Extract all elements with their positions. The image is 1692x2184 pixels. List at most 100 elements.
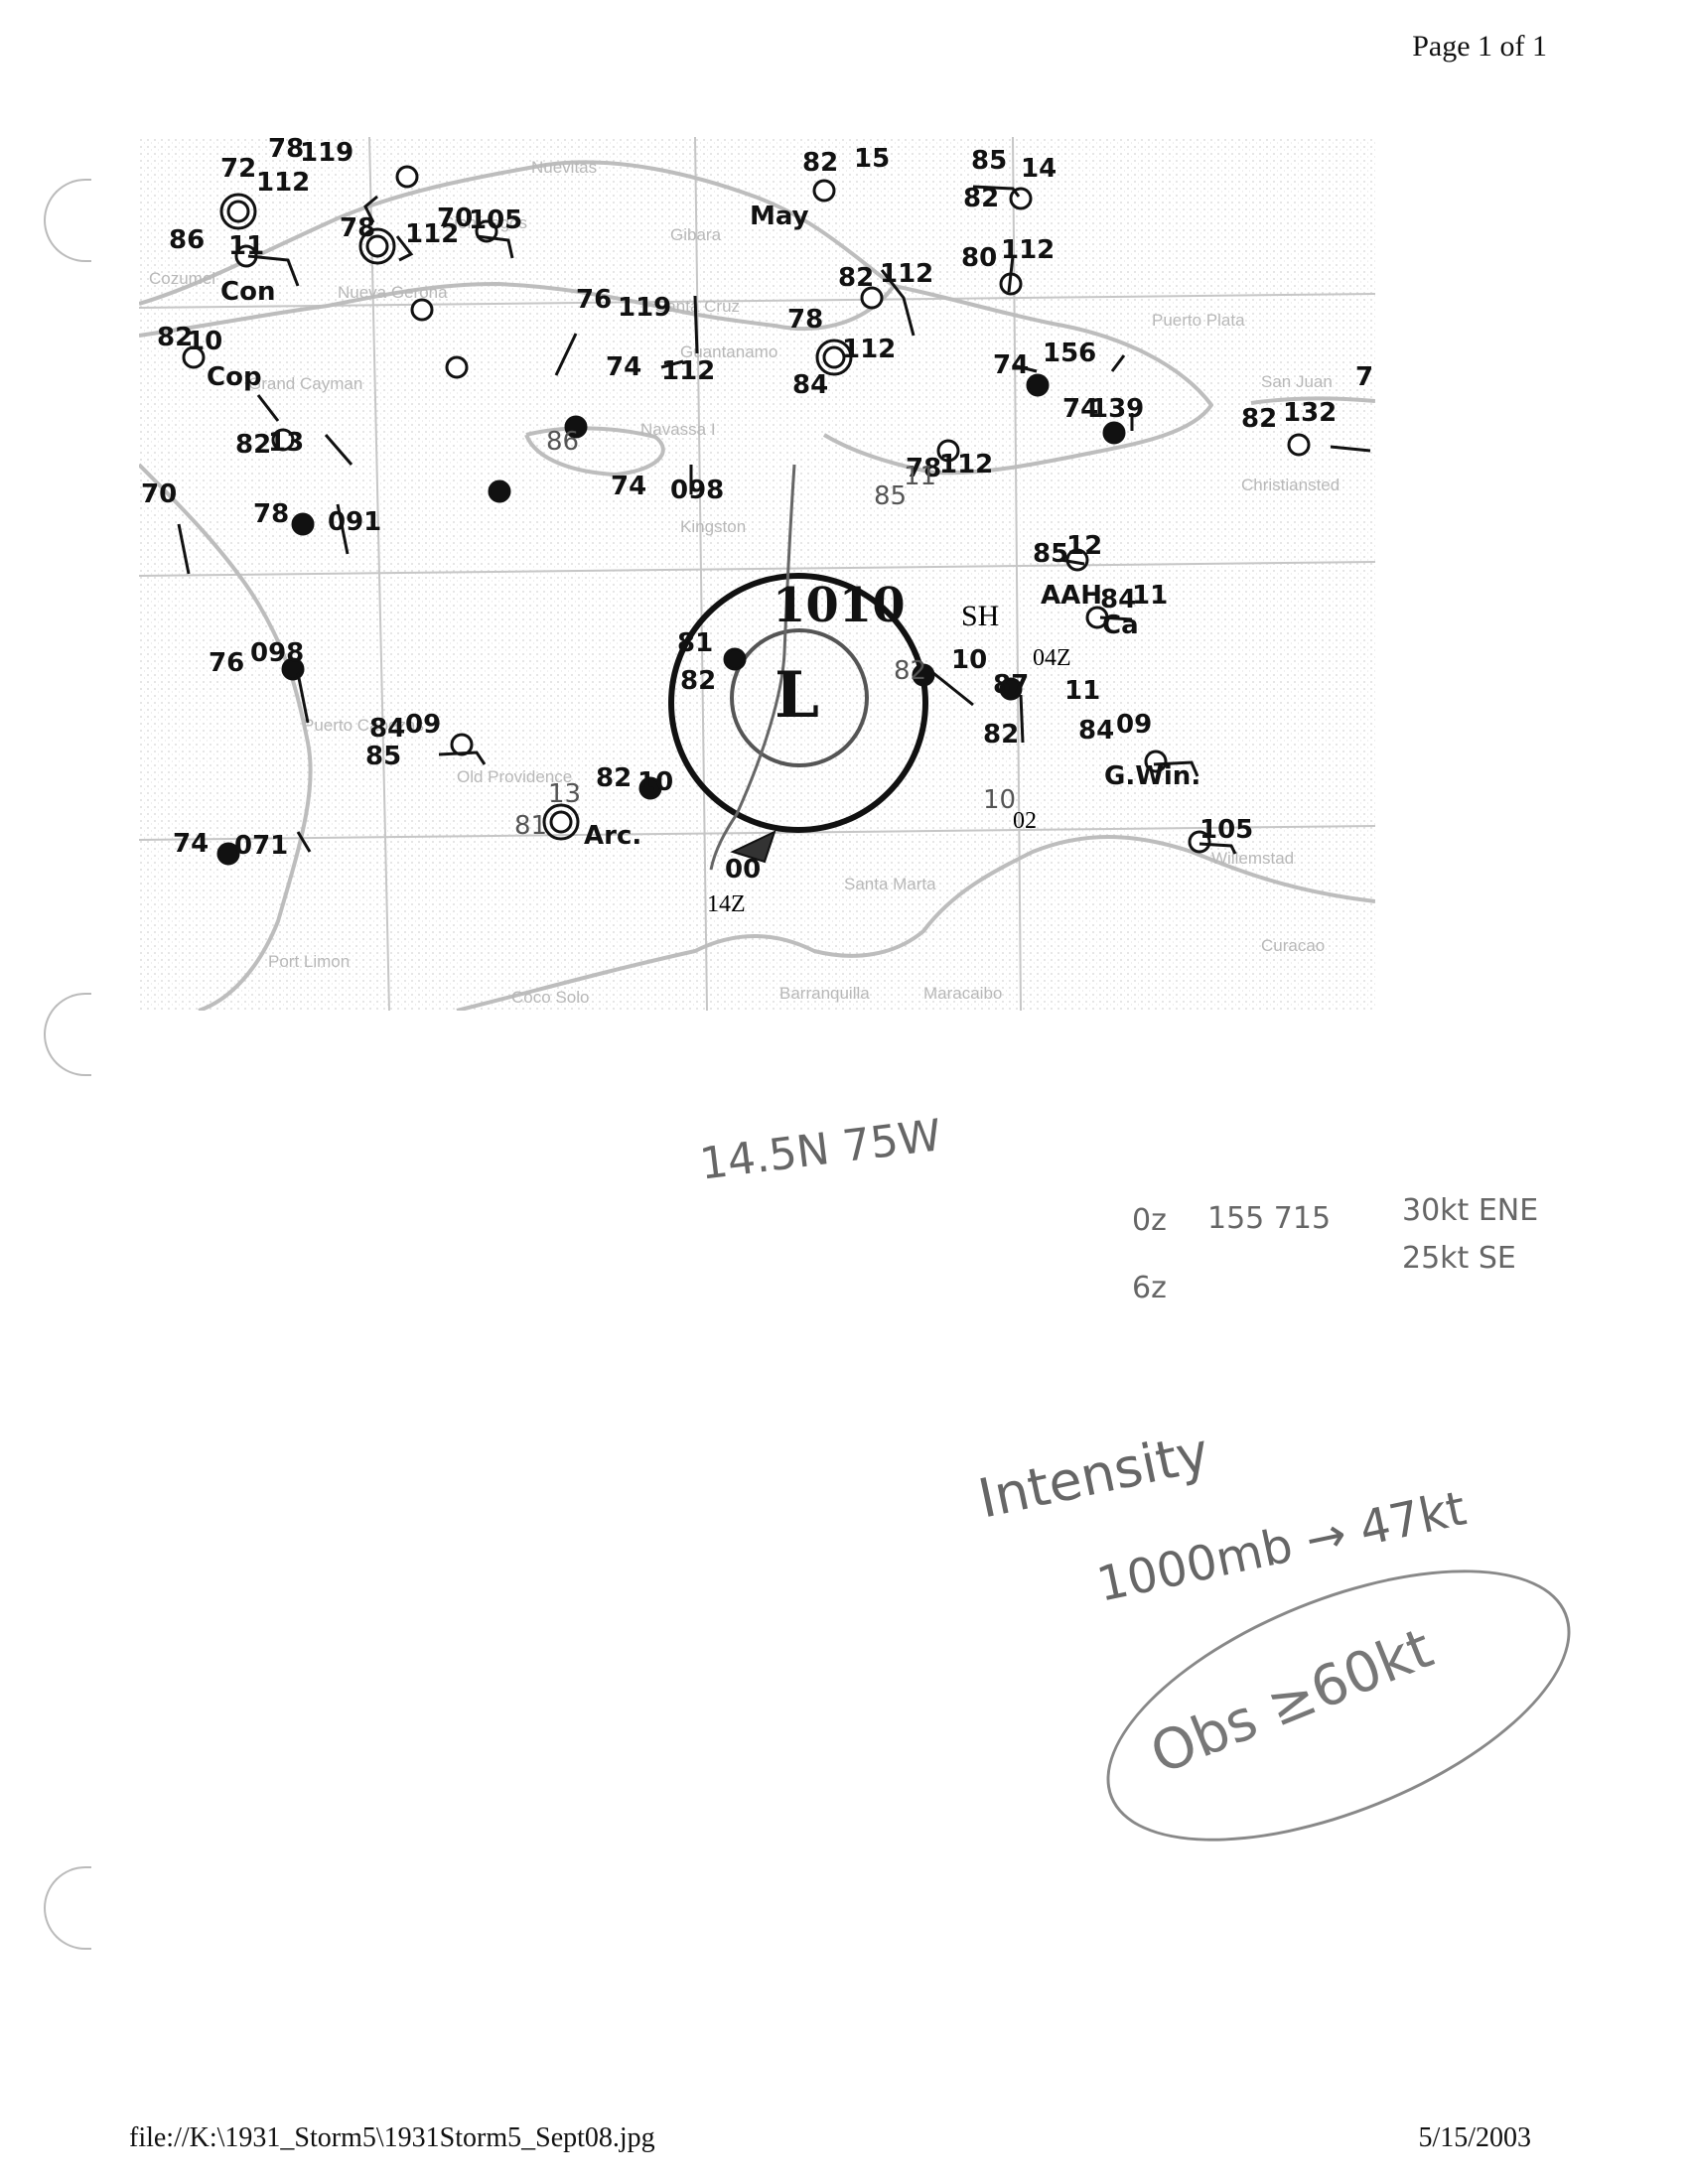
isobar-1010 — [668, 573, 928, 833]
station-circle — [182, 345, 206, 369]
place-puerto-cabezas: Puerto Cabezas — [303, 716, 424, 735]
station-pressure: 09 — [1116, 710, 1152, 740]
station-pressure: 105 — [469, 205, 522, 235]
station-temperature: 82 — [680, 666, 716, 696]
station-temperature: 76 — [209, 648, 244, 678]
station-circle — [1026, 373, 1050, 397]
station-circle — [291, 512, 315, 536]
station-pressure: 13 — [548, 779, 581, 809]
station-temperature: 85 — [365, 742, 401, 771]
station-temperature: 82 — [1241, 404, 1277, 434]
station-temperature: 78 — [787, 305, 823, 335]
station-circle — [1287, 433, 1311, 457]
storm-track — [709, 464, 796, 871]
station-circle — [549, 810, 573, 834]
station-temperature: 72 — [220, 154, 256, 184]
station-temperature: 85 — [874, 481, 907, 511]
low-symbol: L — [775, 658, 819, 733]
station-temperature: 78 — [268, 137, 304, 164]
station-pressure: 112 — [842, 335, 896, 364]
place-puerto-plata: Puerto Plata — [1152, 311, 1245, 330]
station-ring — [358, 227, 396, 265]
place-nueva-gerona: Nueva Gerona — [338, 283, 448, 302]
place-santa-cruz: Santa Cruz — [655, 297, 740, 316]
station-temperature: 81 — [514, 811, 547, 841]
station-pressure: 119 — [300, 138, 353, 168]
station-temperature: 74 — [173, 829, 209, 859]
station-circle — [999, 677, 1023, 701]
station-temperature: 85 — [971, 146, 1007, 176]
station-circle — [564, 415, 588, 439]
station-temperature: 78 — [906, 454, 941, 483]
station-ring — [542, 803, 580, 841]
map-annotation: 04Z — [1033, 645, 1071, 671]
map-annotation: 02 — [1013, 808, 1037, 834]
station-ring — [815, 339, 853, 376]
station-circle — [445, 355, 469, 379]
station-pressure: 112 — [405, 219, 459, 249]
station-name: G.Win. — [1104, 761, 1200, 791]
station-pressure: 119 — [618, 293, 671, 323]
station-temperature: 76 — [576, 285, 612, 315]
station-name: May — [750, 202, 809, 231]
place-cozumel: Cozumel — [149, 269, 215, 288]
station-pressure: 156 — [1043, 339, 1096, 368]
station-pressure: 112 — [1001, 235, 1055, 265]
note-0z-time: 0z — [1132, 1203, 1167, 1238]
place-old-providence: Old Providence — [457, 767, 572, 786]
station-circle — [912, 663, 935, 687]
station-temperature: 74 — [993, 350, 1029, 380]
station-temperature: 82 — [894, 656, 926, 686]
station-temperature: 82 — [235, 430, 271, 460]
station-pressure: 139 — [1090, 394, 1144, 424]
station-pressure: 11 — [1132, 581, 1168, 611]
station-name: Con — [220, 277, 275, 307]
map-annotation: 14Z — [707, 891, 746, 917]
station-temperature: 80 — [961, 243, 997, 273]
map-graticule — [139, 137, 1375, 1011]
punch-hole — [44, 1866, 91, 1950]
note-0z-position: 155 715 — [1207, 1201, 1332, 1236]
station-pressure: 13 — [268, 428, 304, 458]
map-annotation: 71 — [1355, 362, 1375, 392]
station-pressure: 10 — [983, 785, 1016, 815]
station-pressure: 098 — [250, 638, 304, 668]
station-circle — [1188, 830, 1211, 854]
south-america-coast — [456, 835, 1375, 1011]
station-pressure: 112 — [880, 259, 933, 289]
central-america-coast — [139, 463, 313, 1011]
station-temperature: 82 — [802, 148, 838, 178]
station-circle — [410, 298, 434, 322]
station-circle — [1102, 421, 1126, 445]
station-pressure: 112 — [939, 450, 993, 479]
punch-hole — [44, 993, 91, 1076]
station-temperature: 78 — [253, 499, 289, 529]
note-6z-wind: 25kt SE — [1402, 1241, 1516, 1276]
station-pressure: 10 — [637, 767, 673, 797]
place-gibara: Gibara — [670, 225, 722, 244]
station-temperature: 82 — [963, 184, 999, 213]
place-santa-marta: Santa Marta — [844, 875, 936, 893]
station-temperature: 70 — [141, 479, 177, 509]
place-kingston: Kingston — [680, 517, 746, 536]
place-san-juan: San Juan — [1261, 372, 1333, 391]
isobar-label: 1010 — [773, 578, 906, 633]
station-temperature: 82 — [838, 263, 874, 293]
station-circle — [860, 286, 884, 310]
station-pressure: 15 — [854, 144, 890, 174]
station-pressure: 098 — [670, 476, 724, 505]
place-coco-solo: Coco Solo — [511, 988, 589, 1007]
note-6z-time: 6z — [1132, 1271, 1167, 1305]
station-circle — [638, 776, 662, 800]
station-temperature: 74 — [611, 472, 646, 501]
place-barranquilla: Barranquilla — [779, 984, 870, 1003]
station-temperature: 84 — [1078, 716, 1114, 746]
station-name: AAH — [1041, 581, 1102, 611]
station-pressure: 091 — [328, 507, 381, 537]
station-temperature: 85 — [1033, 539, 1068, 569]
station-pressure: 112 — [256, 168, 310, 198]
station-pressure: 14 — [1021, 154, 1057, 184]
station-pressure: 12 — [1066, 531, 1102, 561]
station-temperature: 74 — [606, 352, 641, 382]
station-circle — [723, 647, 747, 671]
